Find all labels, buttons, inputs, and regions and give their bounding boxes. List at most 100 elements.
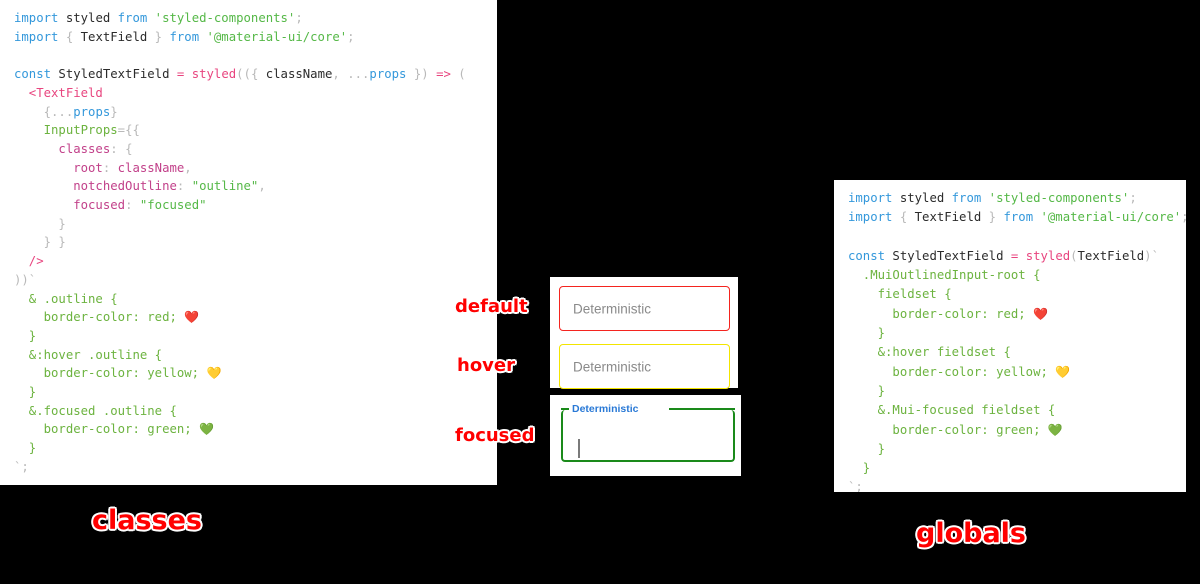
code-token: ; bbox=[1129, 191, 1137, 205]
code-token: ( bbox=[458, 67, 466, 82]
code-token: ❤️ bbox=[1033, 306, 1049, 321]
textfield-hover-label: Deterministic bbox=[573, 359, 652, 374]
textfield-focused[interactable] bbox=[560, 407, 736, 462]
globals-code-line-2 bbox=[848, 228, 1186, 247]
code-token: ( bbox=[1070, 248, 1078, 263]
code-token: border-color: green; bbox=[848, 422, 1048, 437]
code-block-globals: import styled from 'styled-components';i… bbox=[834, 180, 1186, 492]
code-token: { bbox=[899, 210, 908, 225]
code-token: ❤️ bbox=[184, 310, 200, 325]
code-token: import bbox=[848, 210, 900, 225]
code-token: '@material-ui/core' bbox=[206, 29, 348, 44]
code-token: {{ bbox=[125, 123, 140, 138]
code-token: from bbox=[162, 29, 207, 44]
textfield-default-label: Deterministic bbox=[573, 301, 652, 316]
code-token: , bbox=[184, 160, 192, 175]
preview-panel-default-hover: Deterministic Deterministic bbox=[550, 277, 738, 389]
code-token: styled bbox=[65, 11, 111, 25]
code-token: } bbox=[14, 216, 66, 231]
classes-code-line-23: } bbox=[14, 439, 497, 458]
classes-code-line-0: import styled from 'styled-components'; bbox=[14, 9, 497, 28]
classes-code-line-18: &:hover .outline { bbox=[14, 346, 497, 365]
code-token: , bbox=[332, 67, 348, 82]
notch-segment-left bbox=[560, 407, 570, 410]
code-token: 💚 bbox=[1047, 422, 1063, 437]
classes-code-line-12: } } bbox=[14, 233, 497, 252]
code-token: focused bbox=[14, 198, 126, 213]
code-token: props bbox=[369, 67, 414, 82]
globals-code-line-3: const StyledTextField = styled(TextField… bbox=[848, 247, 1186, 266]
code-token: const bbox=[848, 248, 893, 263]
code-token: border-color: yellow; bbox=[848, 364, 1056, 379]
classes-code-line-8: root: className, bbox=[14, 159, 497, 178]
code-token: styled bbox=[899, 191, 945, 205]
code-token: className bbox=[265, 67, 333, 82]
code-token: => bbox=[436, 67, 459, 82]
classes-code-line-17: } bbox=[14, 327, 497, 346]
code-token: "outline" bbox=[191, 179, 259, 194]
code-token: } bbox=[848, 326, 886, 341]
globals-code-line-9: border-color: yellow; 💛 bbox=[848, 363, 1186, 382]
code-token: : bbox=[110, 141, 126, 156]
code-token: StyledTextField bbox=[892, 248, 1011, 263]
code-token: = bbox=[1010, 248, 1026, 263]
classes-code-line-14: ))` bbox=[14, 271, 497, 290]
code-token: : bbox=[125, 198, 140, 213]
code-token: &:hover .outline { bbox=[14, 347, 163, 362]
textfield-hover[interactable]: Deterministic bbox=[559, 344, 730, 389]
code-token: = bbox=[176, 67, 192, 82]
annotation-default: default bbox=[455, 296, 528, 317]
code-token: TextField bbox=[907, 210, 989, 225]
code-token: <TextField bbox=[14, 85, 103, 100]
code-token: 💛 bbox=[206, 366, 222, 381]
code-block-classes: import styled from 'styled-components';i… bbox=[0, 0, 497, 485]
code-token: styled bbox=[191, 67, 237, 82]
code-token: 💚 bbox=[199, 422, 215, 437]
globals-code-line-6: border-color: red; ❤️ bbox=[848, 305, 1186, 324]
textfield-focused-floating-label: Deterministic bbox=[569, 403, 642, 415]
code-token: className bbox=[117, 160, 185, 175]
globals-code-line-5: fieldset { bbox=[848, 285, 1186, 304]
code-token: ))` bbox=[14, 272, 37, 287]
notched-outline bbox=[560, 407, 736, 410]
globals-code-line-13: } bbox=[848, 440, 1186, 459]
classes-code-line-10: focused: "focused" bbox=[14, 196, 497, 215]
code-token: '@material-ui/core' bbox=[1040, 210, 1182, 225]
code-token: } bbox=[14, 385, 37, 400]
code-token: & .outline { bbox=[14, 291, 118, 306]
classes-code-line-1: import { TextField } from '@material-ui/… bbox=[14, 28, 497, 47]
annotation-hover: hover bbox=[457, 355, 515, 376]
code-token: , bbox=[258, 179, 266, 194]
code-token: ; bbox=[295, 11, 303, 25]
textfield-default[interactable]: Deterministic bbox=[559, 286, 730, 331]
globals-code-line-12: border-color: green; 💚 bbox=[848, 421, 1186, 440]
globals-code-line-4: .MuiOutlinedInput-root { bbox=[848, 266, 1186, 285]
classes-code-line-22: border-color: green; 💚 bbox=[14, 420, 497, 439]
annotation-globals: globals bbox=[916, 518, 1027, 549]
code-token: const bbox=[14, 67, 59, 82]
code-token: ; bbox=[347, 29, 355, 44]
code-token: } bbox=[154, 29, 163, 44]
code-token: TextField bbox=[73, 29, 155, 44]
code-token: fieldset { bbox=[848, 287, 952, 302]
text-caret bbox=[578, 439, 580, 458]
code-token: } bbox=[848, 461, 871, 476]
code-token: "focused" bbox=[139, 198, 207, 213]
classes-code-line-6: InputProps={{ bbox=[14, 121, 497, 140]
code-token: border-color: red; bbox=[848, 306, 1034, 321]
code-token: InputProps bbox=[14, 123, 118, 138]
code-token: { bbox=[14, 104, 52, 119]
code-token: &.Mui-focused fieldset { bbox=[848, 403, 1056, 418]
notch-segment-right bbox=[668, 407, 736, 410]
preview-panel-focused: Deterministic bbox=[550, 395, 741, 476]
code-token: 'styled-components' bbox=[154, 11, 296, 25]
code-token: ... bbox=[51, 104, 74, 119]
code-token: from bbox=[944, 191, 989, 205]
code-token: { bbox=[125, 141, 133, 156]
globals-code-line-8: &:hover fieldset { bbox=[848, 343, 1186, 362]
code-token: ) bbox=[421, 67, 437, 82]
code-token: classes bbox=[14, 141, 111, 156]
code-token: } bbox=[988, 210, 997, 225]
code-token: TextField bbox=[1077, 248, 1145, 263]
code-token: } bbox=[413, 67, 422, 82]
